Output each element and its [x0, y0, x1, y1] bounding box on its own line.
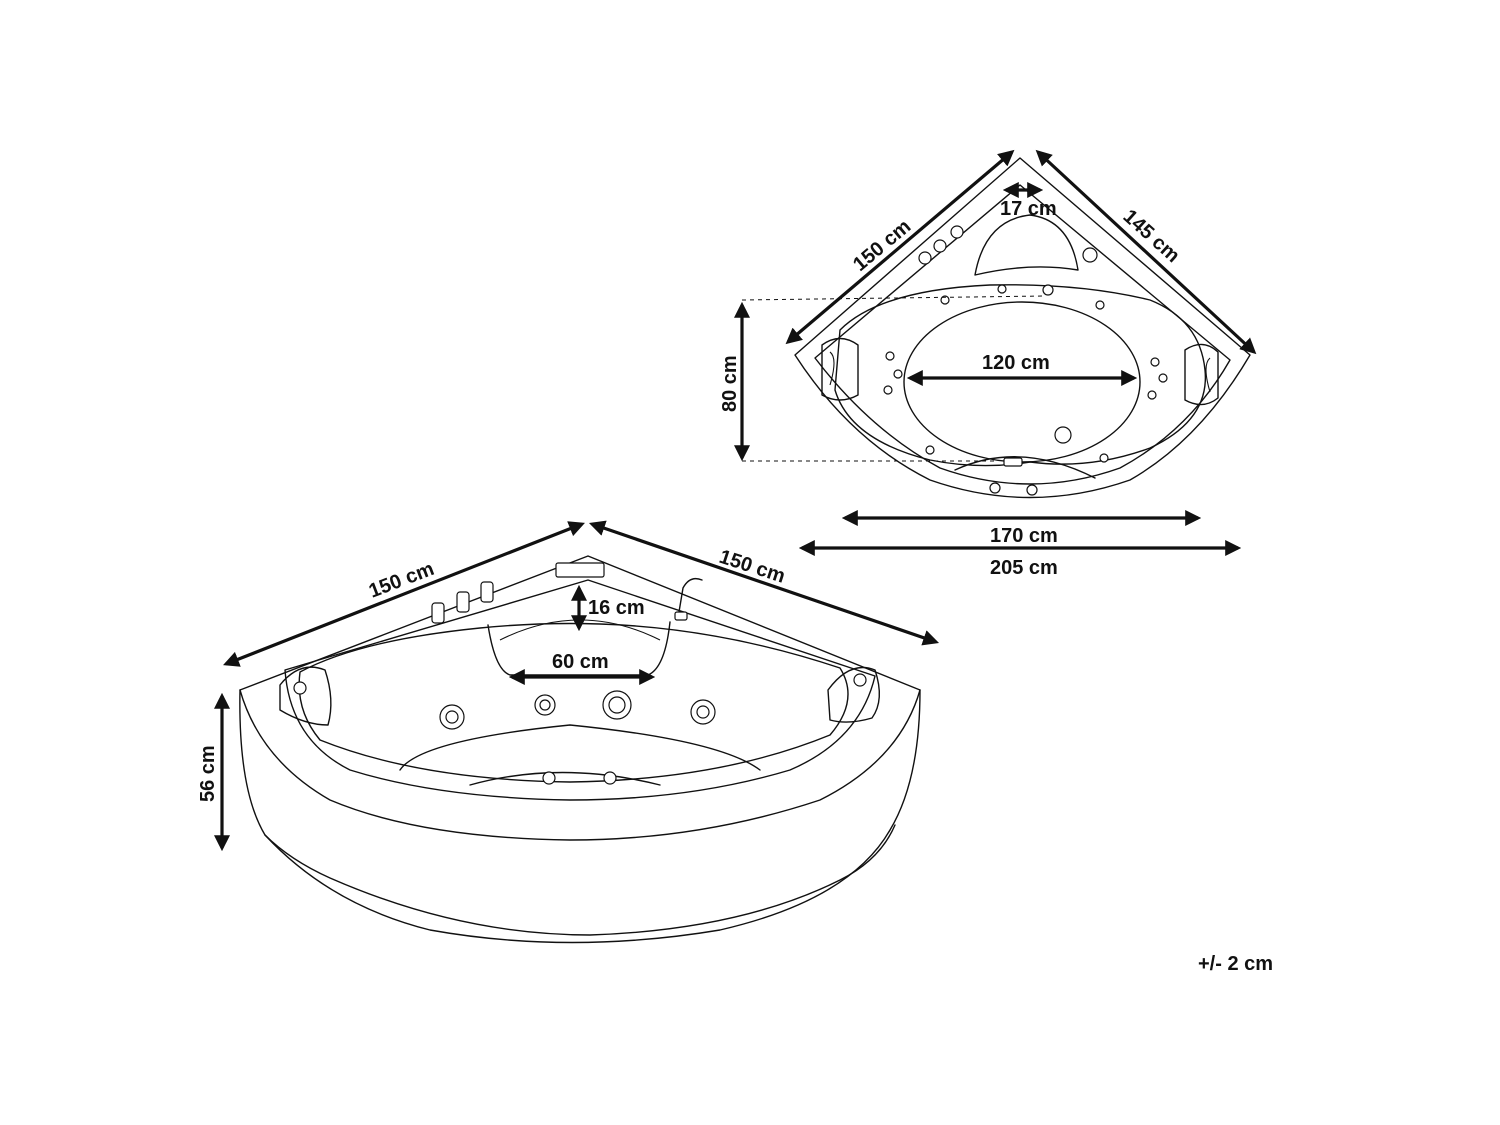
tub-floor	[399, 724, 761, 771]
dim-arrow-150-right	[588, 520, 940, 646]
faucet-knob-icon	[918, 225, 964, 265]
tub-floor-bump	[469, 771, 661, 786]
label-17: 17 cm	[1000, 198, 1057, 220]
tub-basin	[298, 622, 849, 783]
label-top-150: 150 cm	[849, 215, 915, 275]
top-view-outer-rim	[794, 157, 1251, 499]
label-60: 60 cm	[552, 651, 609, 673]
tub-inner-rim	[284, 579, 876, 801]
water-jet-icon	[883, 284, 1168, 496]
label-150-right: 150 cm	[716, 546, 787, 588]
label-80: 80 cm	[719, 355, 741, 412]
dim-arrow-150-left	[223, 521, 585, 667]
hand-shower-icon	[1082, 247, 1098, 263]
label-16: 16 cm	[588, 597, 645, 619]
control-panel-icon	[555, 562, 605, 578]
tolerance-note: +/- 2 cm	[1198, 953, 1273, 975]
top-view-inner-rim	[814, 184, 1231, 485]
label-120: 120 cm	[982, 352, 1050, 374]
headrest-pillow-icon	[279, 666, 332, 726]
tub-skirt	[239, 689, 921, 944]
dim-guide-80-top	[741, 295, 1046, 301]
perspective-view: 150 cm 150 cm 56 cm 16 cm 60 cm	[197, 520, 940, 944]
top-view: 150 cm 145 cm 17 cm 120 cm 80 cm 170 cm …	[719, 149, 1257, 579]
tub-rim	[239, 555, 921, 841]
label-170: 170 cm	[990, 525, 1058, 547]
top-view-seat	[954, 456, 1096, 479]
label-56: 56 cm	[197, 745, 219, 802]
dim-arrow-150-top	[785, 149, 1015, 345]
top-view-floor	[903, 301, 1141, 463]
top-view-basin	[834, 284, 1207, 467]
dim-arrow-145	[1035, 149, 1257, 355]
headrest-pillow-icon	[827, 666, 880, 723]
tub-skirt-base	[264, 824, 896, 936]
top-view-headrest	[974, 214, 1079, 276]
water-jet-icon	[439, 690, 716, 785]
label-205: 205 cm	[990, 557, 1058, 579]
